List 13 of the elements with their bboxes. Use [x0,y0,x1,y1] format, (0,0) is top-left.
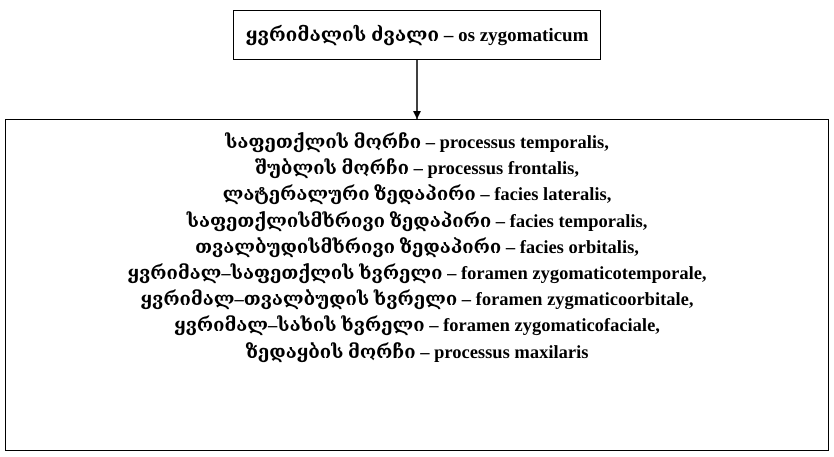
term-text: ლატერალური ზედაპირი – facies lateralis, [222,183,612,208]
term-text: საფეთქლისმხრივი ზედაპირი – facies temporalis, [186,210,648,234]
term-text: ყვრიმალ–საფეთქლის ხვრელი – foramen zygomaticotemporale, [127,262,707,286]
term-text: შუბლის მორჩი – processus frontalis, [255,157,579,182]
term-text: ყვრიმალ–თვალბუდის ხვრელი – foramen zygmaticoorbitale, [140,288,694,312]
term-text: ყვრიმალის ძვალი – os zygomaticum [246,24,588,48]
term-text: საფეთქლის მორჩი – processus temporalis, [225,131,609,155]
term-text: ზედაყბის მორჩი – processus maxilaris [246,341,588,365]
arrow [413,60,421,119]
term-text: თვალბუდისმხრივი ზედაპირი – facies orbitalis, [195,236,639,260]
text-box [5,119,829,451]
text-box [233,10,601,60]
term-text: ყვრიმალ–სახის ხვრელი – foramen zygomaticofaciale, [174,314,660,338]
